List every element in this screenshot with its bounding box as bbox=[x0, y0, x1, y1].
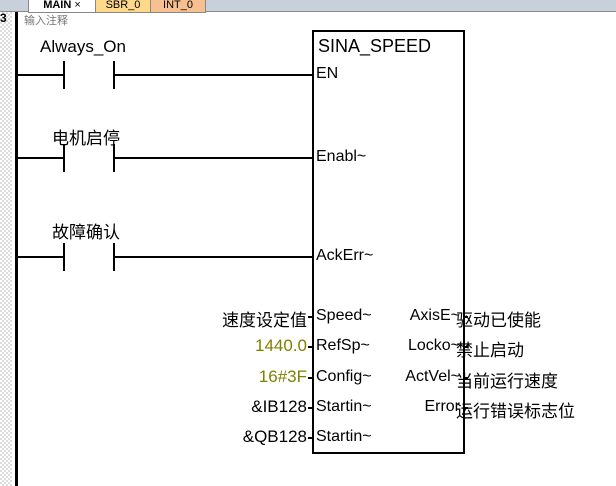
contact-no[interactable] bbox=[63, 144, 65, 172]
pin-speed: Speed~ bbox=[316, 307, 372, 324]
pin-refsp: RefSp~ bbox=[316, 337, 370, 354]
input-speed-value[interactable]: 速度设定值 bbox=[222, 311, 307, 330]
output-error-value[interactable]: 运行错误标志位 bbox=[456, 402, 575, 421]
input-startin-value[interactable]: &IB128 bbox=[251, 397, 307, 416]
block-title: SINA_SPEED bbox=[318, 36, 432, 56]
pin-axise: AxisE~ bbox=[409, 307, 460, 324]
tab-main[interactable]: MAIN × bbox=[28, 0, 96, 13]
contact-no[interactable] bbox=[113, 243, 115, 271]
pin-tick bbox=[463, 407, 468, 409]
pin-tick bbox=[463, 346, 468, 348]
contact-no[interactable] bbox=[63, 61, 65, 89]
pin-tick bbox=[308, 437, 313, 439]
function-block[interactable] bbox=[312, 30, 465, 454]
contact-label: Always_On bbox=[40, 37, 126, 56]
wire bbox=[115, 256, 313, 258]
pin-ackerr: AckErr~ bbox=[316, 247, 374, 264]
pin-tick bbox=[463, 316, 468, 318]
pin-tick bbox=[463, 377, 468, 379]
output-axise-value[interactable]: 驱动已使能 bbox=[456, 311, 541, 330]
pin-config: Config~ bbox=[316, 368, 372, 385]
output-locko-value[interactable]: 禁止启动 bbox=[456, 341, 524, 360]
tab-bar: MAIN × SBR_0 INT_0 bbox=[0, 0, 616, 13]
pin-en: EN bbox=[316, 65, 339, 82]
tab-int0[interactable]: INT_0 bbox=[150, 0, 206, 13]
wire bbox=[115, 157, 313, 159]
pin-actvel: ActVel~ bbox=[405, 368, 460, 385]
input-startin-value[interactable]: &QB128 bbox=[242, 427, 307, 446]
pin-startin: Startin~ bbox=[316, 428, 372, 445]
wire bbox=[18, 157, 64, 159]
input-config-value[interactable]: 16#3F bbox=[258, 367, 307, 386]
pin-tick bbox=[308, 316, 313, 318]
pin-locko: Locko~ bbox=[407, 337, 460, 354]
pin-startin: Startin~ bbox=[316, 398, 372, 415]
power-rail bbox=[15, 12, 18, 486]
network-gutter bbox=[0, 12, 12, 486]
network-comment[interactable]: 输入注释 bbox=[24, 15, 68, 27]
contact-label: 电机启停 bbox=[52, 129, 120, 148]
contact-no[interactable] bbox=[63, 243, 65, 271]
pin-error: Error bbox=[424, 398, 460, 415]
tab-sbr0[interactable]: SBR_0 bbox=[95, 0, 151, 13]
wire bbox=[115, 74, 313, 76]
pin-tick bbox=[308, 346, 313, 348]
contact-no[interactable] bbox=[113, 61, 115, 89]
close-icon[interactable]: × bbox=[74, 0, 81, 11]
network-number: 3 bbox=[0, 11, 7, 25]
contact-label: 故障确认 bbox=[52, 223, 120, 242]
tab-label: MAIN bbox=[43, 0, 72, 11]
output-actvel-value[interactable]: 当前运行速度 bbox=[456, 372, 558, 391]
pin-enable: Enabl~ bbox=[316, 148, 367, 165]
wire bbox=[18, 74, 64, 76]
wire bbox=[18, 256, 64, 258]
pin-tick bbox=[308, 407, 313, 409]
input-refsp-value[interactable]: 1440.0 bbox=[255, 336, 307, 355]
pin-tick bbox=[308, 377, 313, 379]
contact-no[interactable] bbox=[113, 144, 115, 172]
